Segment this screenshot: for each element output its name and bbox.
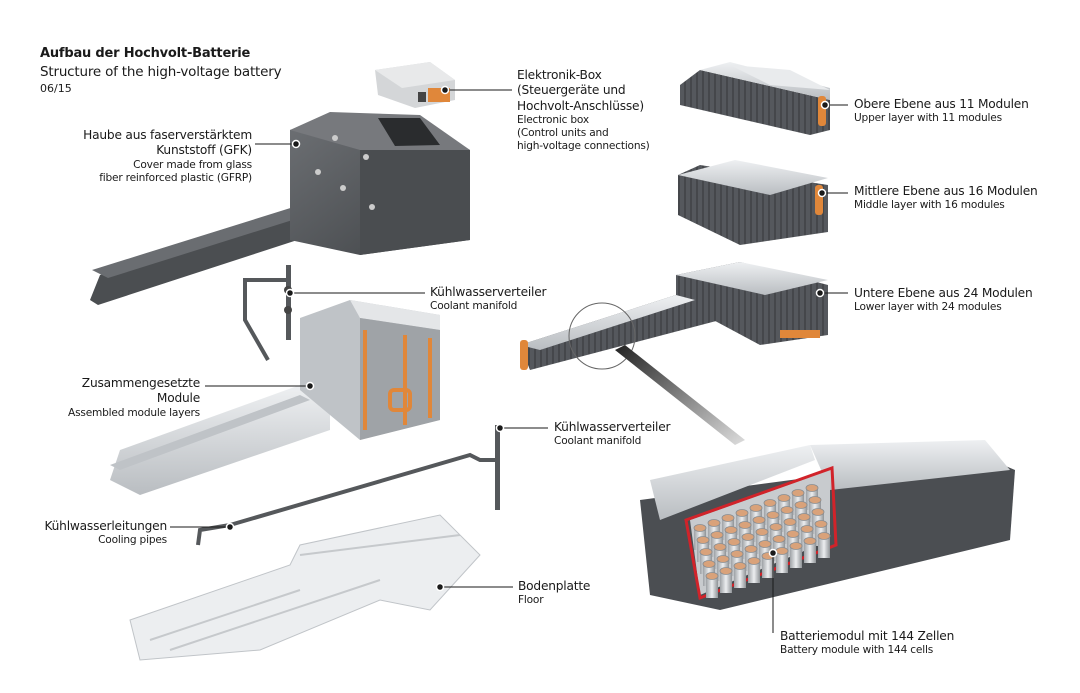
- battery-cell-top: [702, 560, 716, 568]
- battery-cell-top: [738, 521, 752, 529]
- battery-cell-top: [719, 567, 733, 575]
- middle-layer-art: [678, 160, 828, 245]
- label-lower-layer: Untere Ebene aus 24 Modulen Lower layer …: [854, 286, 1033, 314]
- battery-cell-top: [755, 528, 769, 536]
- battery-cell-top: [741, 533, 755, 541]
- label-upper-layer: Obere Ebene aus 11 Modulen Upper layer w…: [854, 97, 1029, 125]
- label-floor: Bodenplatte Floor: [518, 579, 591, 607]
- label-battery-module: Batteriemodul mit 144 Zellen Battery mod…: [780, 629, 955, 657]
- battery-cell-top: [721, 514, 735, 522]
- battery-cell-top: [758, 540, 772, 548]
- battery-cell-top: [713, 543, 727, 551]
- battery-cell-top: [794, 501, 808, 509]
- label-electronic-box: Elektronik-Box (Steuergeräte und Hochvol…: [517, 68, 650, 153]
- leader-lines: [170, 89, 848, 633]
- battery-cell-top: [733, 562, 747, 570]
- battery-cell-top: [707, 519, 721, 527]
- battery-cell-body: [790, 546, 802, 568]
- battery-cell-top: [705, 572, 719, 580]
- battery-cell-top: [747, 557, 761, 565]
- upper-layer-art: [680, 62, 830, 135]
- battery-cell-body: [762, 556, 774, 578]
- electronic-box-art: [375, 62, 455, 108]
- battery-cell-top: [710, 531, 724, 539]
- battery-cell-top: [786, 530, 800, 538]
- battery-cells-art: [693, 484, 831, 598]
- battery-cell-top: [780, 506, 794, 514]
- battery-cell-top: [766, 511, 780, 519]
- battery-cell-top: [797, 513, 811, 521]
- battery-cell-top: [814, 520, 828, 528]
- cover-housing-art: [90, 112, 470, 305]
- battery-cell-top: [783, 518, 797, 526]
- callout-dots: [225, 85, 830, 592]
- label-coolant-manifold-top: Kühlwasserverteiler Coolant manifold: [430, 285, 547, 313]
- label-cover: Haube aus faserverstärktem Kunststoff (G…: [83, 128, 252, 184]
- battery-cell-top: [744, 545, 758, 553]
- battery-cell-top: [775, 547, 789, 555]
- battery-cell-body: [720, 571, 732, 593]
- label-assembled-modules: Zusammengesetzte Module Assembled module…: [68, 376, 200, 419]
- battery-cell-top: [803, 537, 817, 545]
- battery-cell-body: [706, 576, 718, 598]
- zoom-pointer: [615, 345, 745, 445]
- battery-cell-top: [772, 535, 786, 543]
- battery-cell-top: [749, 504, 763, 512]
- battery-cell-top: [808, 496, 822, 504]
- label-cooling-pipes: Kühlwasserleitungen Cooling pipes: [44, 519, 167, 547]
- battery-cell-top: [727, 538, 741, 546]
- battery-cell-body: [804, 541, 816, 563]
- battery-cell-top: [805, 484, 819, 492]
- battery-cell-top: [724, 526, 738, 534]
- battery-cell-top: [752, 516, 766, 524]
- assembled-modules-art: [110, 300, 440, 495]
- battery-cell-top: [769, 523, 783, 531]
- battery-cell-body: [818, 536, 830, 558]
- diagram-title: Aufbau der Hochvolt-Batterie: [40, 46, 251, 61]
- battery-cell-top: [811, 508, 825, 516]
- battery-cell-top: [735, 509, 749, 517]
- battery-cell-top: [730, 550, 744, 558]
- battery-cell-top: [763, 499, 777, 507]
- battery-cell-top: [716, 555, 730, 563]
- lower-layer-art: [520, 262, 828, 370]
- battery-cell-body: [748, 561, 760, 583]
- label-coolant-manifold-bottom: Kühlwasserverteiler Coolant manifold: [554, 420, 671, 448]
- battery-cell-top: [800, 525, 814, 533]
- diagram-subtitle: Structure of the high-voltage battery: [40, 64, 282, 80]
- battery-cell-top: [791, 489, 805, 497]
- battery-cell-top: [696, 536, 710, 544]
- battery-cell-top: [777, 494, 791, 502]
- diagram-date: 06/15: [40, 82, 72, 95]
- coolant-manifold-top-art: [243, 265, 292, 361]
- battery-cell-body: [776, 551, 788, 573]
- battery-cell-body: [734, 566, 746, 588]
- battery-cell-top: [789, 542, 803, 550]
- battery-cell-top: [693, 524, 707, 532]
- battery-cell-top: [699, 548, 713, 556]
- label-middle-layer: Mittlere Ebene aus 16 Modulen Middle lay…: [854, 184, 1038, 212]
- floor-plate-art: [129, 514, 481, 661]
- battery-cell-top: [817, 532, 831, 540]
